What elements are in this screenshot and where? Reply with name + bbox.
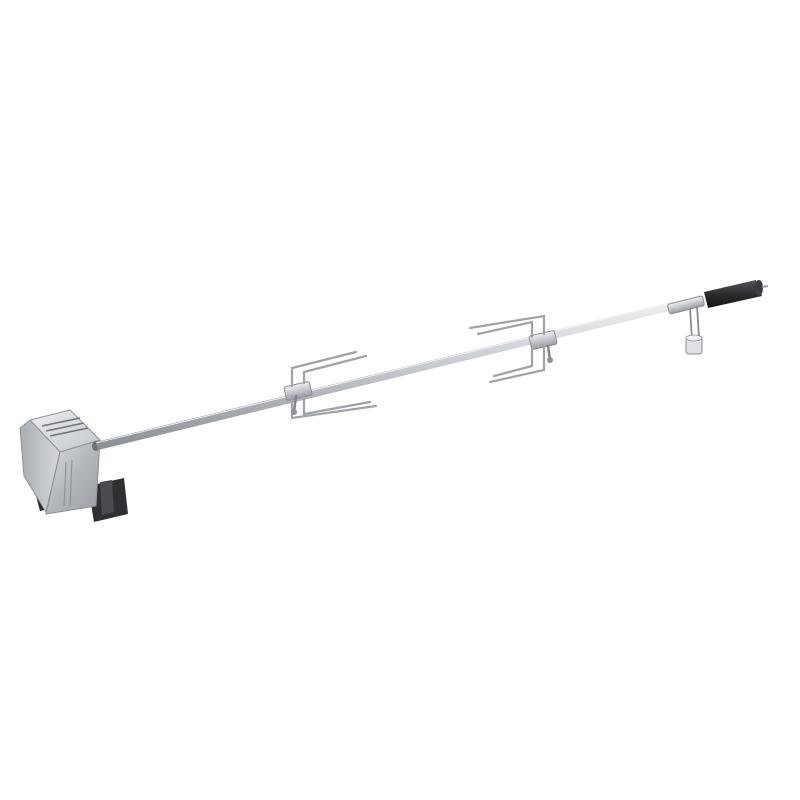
spit-handle <box>704 280 769 308</box>
meat-fork-right <box>468 314 558 384</box>
rotisserie-motor <box>19 409 101 515</box>
meat-fork-left <box>283 350 378 420</box>
spit-rod <box>95 292 714 450</box>
counterweight-assembly <box>667 295 705 355</box>
